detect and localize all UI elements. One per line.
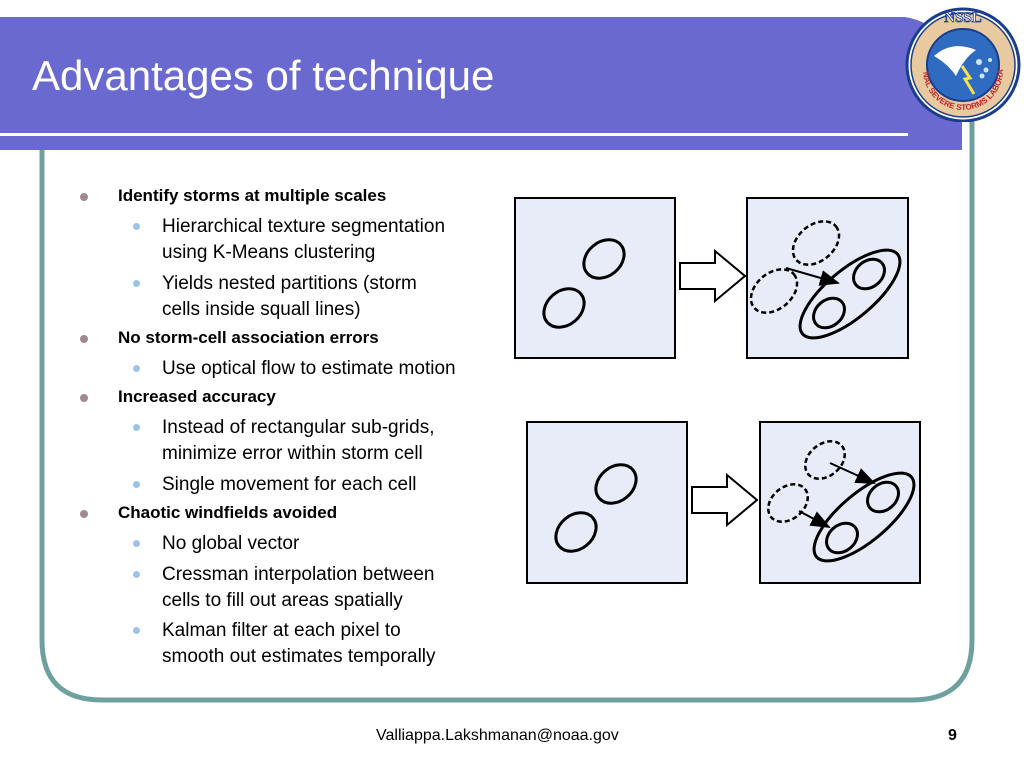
sub-bullet-dot (133, 223, 140, 230)
diagram-bottom-right-panel (759, 421, 921, 584)
sub-bullet-text: Cressman interpolation between cells to … (162, 564, 435, 611)
diagram-top-right-panel (746, 197, 909, 359)
bullet-heading: Chaotic windfields avoided (118, 503, 338, 522)
sub-bullet-dot (133, 540, 140, 547)
sub-bullet-dot (133, 571, 140, 578)
motion-arrow (785, 267, 840, 286)
logo-text: NSSL (944, 10, 982, 26)
bullet-heading: Identify storms at multiple scales (118, 186, 387, 205)
sub-bullet-dot (133, 365, 140, 372)
sub-bullet-text: Instead of rectangular sub-grids, minimi… (162, 417, 435, 464)
sub-bullet-text: Use optical flow to estimate motion (162, 358, 456, 379)
sub-bullet-dot (133, 280, 140, 287)
bullet-heading: No storm-cell association errors (118, 328, 379, 347)
storm-cell (825, 521, 859, 555)
page-number: 9 (948, 727, 957, 744)
bullet-dot (80, 335, 88, 343)
header-band (0, 17, 963, 150)
storm-cell (594, 463, 638, 505)
storm-cell-dashed (804, 440, 846, 480)
motion-arrow (829, 462, 876, 484)
sub-bullet-text: Single movement for each cell (162, 474, 417, 495)
storm-cell-dashed (749, 268, 799, 314)
storm-cell (852, 257, 886, 291)
bullet-dot (80, 394, 88, 402)
storm-cell (866, 480, 900, 514)
sub-bullet-text: Yields nested partitions (storm cells in… (162, 273, 417, 320)
storm-cell-dashed (767, 483, 809, 523)
storm-cell (812, 296, 846, 330)
diagram-top-left-panel (514, 197, 676, 359)
sub-bullet-dot (133, 424, 140, 431)
nssl-logo: NSSL NATIONAL SEVERE STORMS LABORATORY (904, 4, 1021, 122)
bullet-heading: Increased accuracy (118, 387, 276, 406)
bullet-dot (80, 510, 88, 518)
sub-bullet-text: Kalman filter at each pixel to smooth ou… (162, 620, 436, 667)
sub-bullet-dot (133, 627, 140, 634)
squall-line (812, 471, 916, 563)
page-title: Advantages of technique (32, 52, 495, 99)
sub-bullet-dot (133, 481, 140, 488)
storm-cell (554, 511, 598, 553)
storm-cell (582, 238, 626, 280)
header-underline (0, 133, 908, 136)
block-arrow-icon (691, 472, 759, 528)
block-arrow-icon (679, 248, 747, 304)
sub-bullet-text: Hierarchical texture segmentation using … (162, 216, 446, 263)
motion-arrow (798, 510, 831, 528)
storm-cell-dashed (791, 220, 841, 266)
diagram-bottom-left-panel (526, 421, 688, 584)
storm-cell (542, 287, 586, 329)
content-frame (39, 118, 975, 703)
footer-email: Valliappa.Lakshmanan@noaa.gov (376, 727, 619, 744)
bullet-dot (80, 193, 88, 201)
sub-bullet-text: No global vector (162, 533, 300, 554)
